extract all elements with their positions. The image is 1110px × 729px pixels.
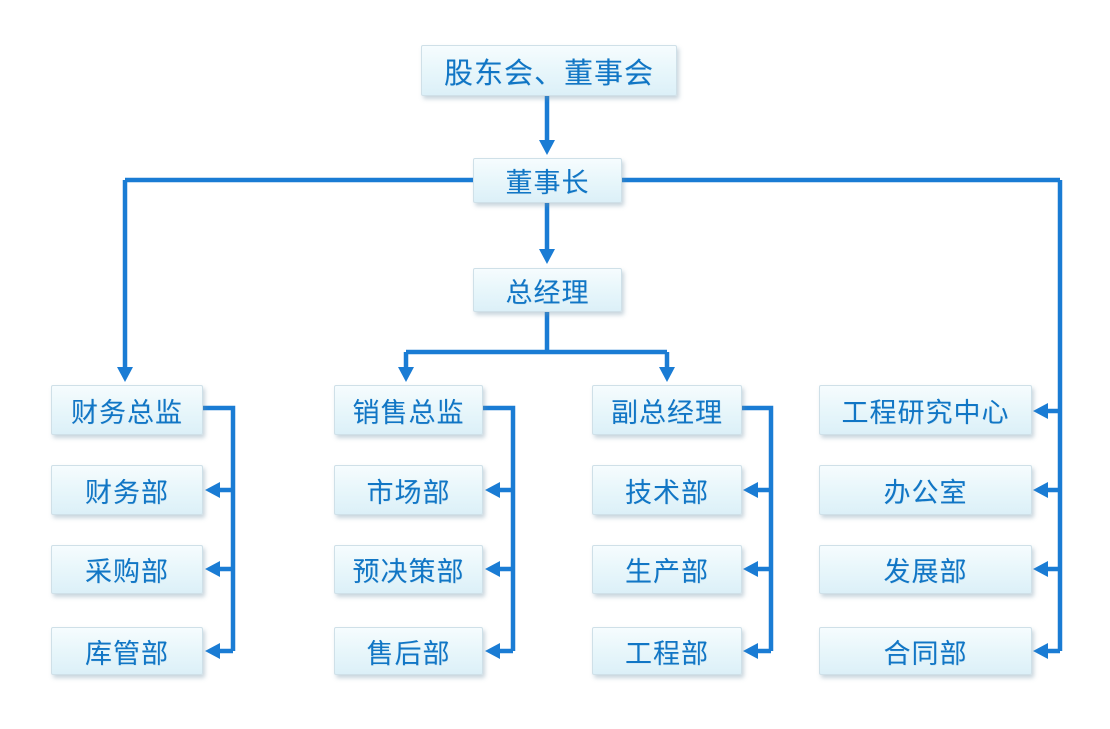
org-node-marketing-dept: 市场部 [334, 465, 483, 515]
edge-deputy-gm-bus [742, 405, 774, 654]
org-node-production-dept: 生产部 [592, 545, 742, 594]
arrow-to-marketing-dept [485, 482, 500, 498]
edge-chairman-right-bus [1047, 180, 1063, 654]
org-node-finance-director: 财务总监 [51, 385, 203, 435]
org-node-development-dept: 发展部 [819, 545, 1032, 594]
arrow-to-finance-dept [205, 482, 220, 498]
org-node-chairman: 董事长 [473, 158, 622, 203]
arrow-to-after-sales-dept [485, 643, 500, 659]
org-node-finance-dept: 财务部 [51, 465, 203, 515]
arrow-chairman-to-finance-director [117, 367, 133, 382]
arrow-to-engineering-research-center [1033, 403, 1048, 419]
org-node-after-sales-dept: 售后部 [334, 627, 483, 675]
org-node-shareholders-board: 股东会、董事会 [421, 45, 677, 96]
org-node-technology-dept: 技术部 [592, 465, 742, 515]
arrow-to-warehouse-dept [205, 643, 220, 659]
arrow-to-office [1033, 482, 1048, 498]
org-node-contract-dept: 合同部 [819, 627, 1032, 675]
arrow-chairman-to-general-manager [539, 249, 555, 264]
arrow-root-to-chairman [539, 140, 555, 155]
org-node-deputy-general-manager: 副总经理 [592, 385, 742, 435]
org-node-office: 办公室 [819, 465, 1032, 515]
arrow-gm-to-deputy-gm [659, 367, 675, 382]
arrow-gm-to-sales-director [398, 367, 414, 382]
arrow-to-development-dept [1033, 561, 1048, 577]
arrow-to-pre-decision-dept [485, 561, 500, 577]
edge-finance-director-bus [203, 405, 236, 654]
arrow-to-purchasing-dept [205, 561, 220, 577]
org-node-engineering-dept: 工程部 [592, 627, 742, 675]
org-node-sales-director: 销售总监 [334, 385, 483, 435]
org-node-general-manager: 总经理 [473, 268, 622, 312]
arrow-to-production-dept [743, 561, 758, 577]
org-node-engineering-research-center: 工程研究中心 [819, 385, 1032, 435]
arrow-to-engineering-dept [743, 643, 758, 659]
edge-sales-director-bus [483, 405, 516, 654]
edge-general-manager-branch [403, 312, 670, 368]
org-node-warehouse-dept: 库管部 [51, 627, 203, 675]
arrow-to-contract-dept [1033, 643, 1048, 659]
arrow-to-technology-dept [743, 482, 758, 498]
org-node-purchasing-dept: 采购部 [51, 545, 203, 594]
org-node-pre-decision-dept: 预决策部 [334, 545, 483, 594]
